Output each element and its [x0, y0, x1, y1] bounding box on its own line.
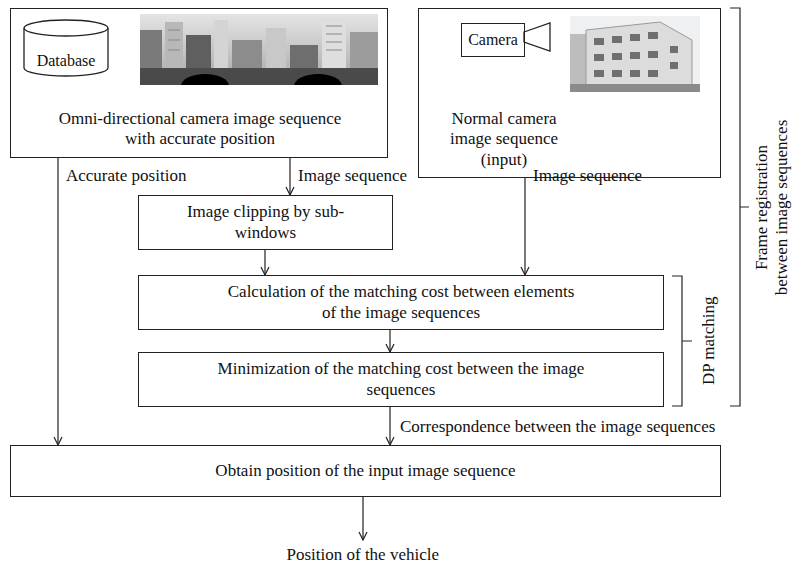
building-windows — [594, 32, 678, 77]
node-text: Minimization of the matching cost betwee… — [206, 359, 596, 400]
dp-bracket — [672, 276, 692, 406]
input-panel: Normal camera image sequence (input) Came… — [418, 8, 721, 178]
building — [140, 30, 162, 70]
building — [165, 22, 183, 70]
flow-arrow — [57, 158, 58, 445]
database-panel: Omni-directional camera image sequence w… — [10, 8, 388, 158]
flow-arrow — [289, 158, 290, 195]
photo-sky — [570, 16, 700, 92]
vehicle-part — [181, 74, 229, 85]
building — [266, 28, 286, 70]
camera-body: Camera — [461, 23, 525, 57]
bracket-label: Frame registration between image sequenc… — [752, 116, 791, 298]
process-box: Image clipping by sub-windows — [138, 195, 393, 250]
panel-caption: Normal camera image sequence (input) — [429, 109, 579, 170]
process-box: Obtain position of the input image seque… — [10, 445, 721, 497]
edge-label: Image sequence — [533, 166, 642, 186]
node-text: Image clipping by sub-windows — [186, 202, 346, 243]
cylinder-top — [24, 20, 108, 36]
flow-arrow — [389, 407, 390, 445]
registration-bracket — [730, 8, 749, 406]
building — [350, 32, 378, 70]
panel-caption: Omni-directional camera image sequence w… — [45, 109, 355, 150]
flow-arrow — [264, 250, 265, 275]
building — [232, 40, 262, 70]
output-label: Position of the vehicle — [287, 545, 440, 565]
panorama-sky — [140, 14, 378, 85]
photo-ground — [570, 84, 700, 92]
node-text: Camera — [468, 30, 518, 49]
database-cylinder: Database — [23, 19, 109, 77]
building-windows — [168, 26, 342, 50]
flow-arrow — [524, 178, 525, 275]
edge-label: Accurate position — [66, 166, 186, 186]
panorama-road — [140, 68, 378, 85]
street-photo — [570, 16, 700, 92]
building — [586, 22, 692, 92]
output-arrow — [362, 497, 363, 540]
building — [186, 35, 211, 70]
building — [290, 45, 318, 70]
node-text: Database — [37, 51, 96, 70]
building — [214, 20, 228, 70]
camera-lens — [524, 23, 550, 51]
node-text: Calculation of the matching cost between… — [221, 282, 581, 323]
edge-label: Correspondence between the image sequenc… — [400, 417, 715, 437]
node-text: Obtain position of the input image seque… — [215, 461, 515, 481]
edge-label: Image sequence — [298, 166, 407, 186]
flow-arrow — [389, 330, 390, 352]
panorama-image — [140, 14, 378, 85]
process-box: Calculation of the matching cost between… — [138, 275, 664, 330]
vehicle-part — [294, 74, 342, 85]
building — [570, 34, 586, 92]
bracket-label: DP matching — [698, 296, 718, 385]
process-box: Minimization of the matching cost betwee… — [138, 352, 664, 407]
